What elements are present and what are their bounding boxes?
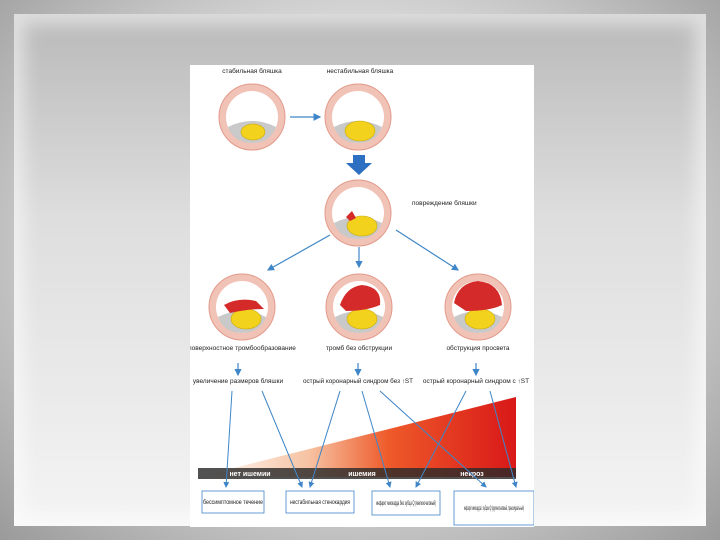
plaque-growth-label: увеличение размеров бляшки bbox=[193, 377, 284, 385]
stable-plaque-label: стабильная бляшка bbox=[222, 67, 282, 75]
stable-plaque-figure bbox=[219, 84, 285, 150]
result-unstable-angina-text: нестабильная стенокардия bbox=[290, 498, 350, 506]
damaged-plaque-label: повреждение бляшки bbox=[412, 199, 477, 207]
result-asymptomatic-text: бессимптомное течение bbox=[203, 498, 263, 506]
diagram-panel: стабильная бляшка нестабильная бляшка по… bbox=[190, 65, 534, 527]
surface-thrombus-label: поверхностное тромбообразование bbox=[190, 344, 296, 352]
result-mi-no-q-box: инфаркт миокарда без зубца Q (мелкоочаго… bbox=[372, 491, 440, 515]
result-mi-no-q-text: инфаркт миокарда без зубца Q (мелкоочаго… bbox=[376, 499, 436, 507]
arrow-to-surface-thrombus bbox=[268, 235, 330, 270]
surface-thrombus-figure bbox=[209, 274, 275, 340]
acs-st-label: острый коронарный синдром с ↑ST bbox=[423, 377, 529, 385]
result-asymptomatic-box: бессимптомное течение bbox=[202, 491, 264, 513]
zone-ischemia: ишемия bbox=[348, 471, 376, 478]
arrow-to-obstruction bbox=[396, 230, 458, 270]
obstructive-thrombus-figure bbox=[445, 274, 511, 340]
thrombus-no-obstruction-label: тромб без обструкции bbox=[326, 344, 393, 352]
zone-no-ischemia: нет ишемии bbox=[229, 471, 270, 478]
obstruction-label: обструкция просвета bbox=[446, 344, 509, 352]
result-mi-q-text: инфаркт миокарда с зубцом Q (крупноочаго… bbox=[464, 504, 524, 512]
unstable-plaque-label: нестабильная бляшка bbox=[327, 67, 394, 75]
result-mi-q-box: инфаркт миокарда с зубцом Q (крупноочаго… bbox=[454, 491, 534, 525]
thrombus-no-obstruction-figure bbox=[326, 274, 392, 340]
result-unstable-angina-box: нестабильная стенокардия bbox=[286, 491, 354, 513]
atherothrombosis-diagram: стабильная бляшка нестабильная бляшка по… bbox=[190, 65, 534, 527]
acs-no-st-label: острый коронарный синдром без ↑ST bbox=[303, 377, 413, 385]
down-arrow-icon bbox=[346, 155, 372, 175]
unstable-plaque-figure bbox=[325, 84, 391, 150]
severity-wedge bbox=[198, 397, 516, 477]
damaged-plaque-figure bbox=[325, 180, 391, 246]
